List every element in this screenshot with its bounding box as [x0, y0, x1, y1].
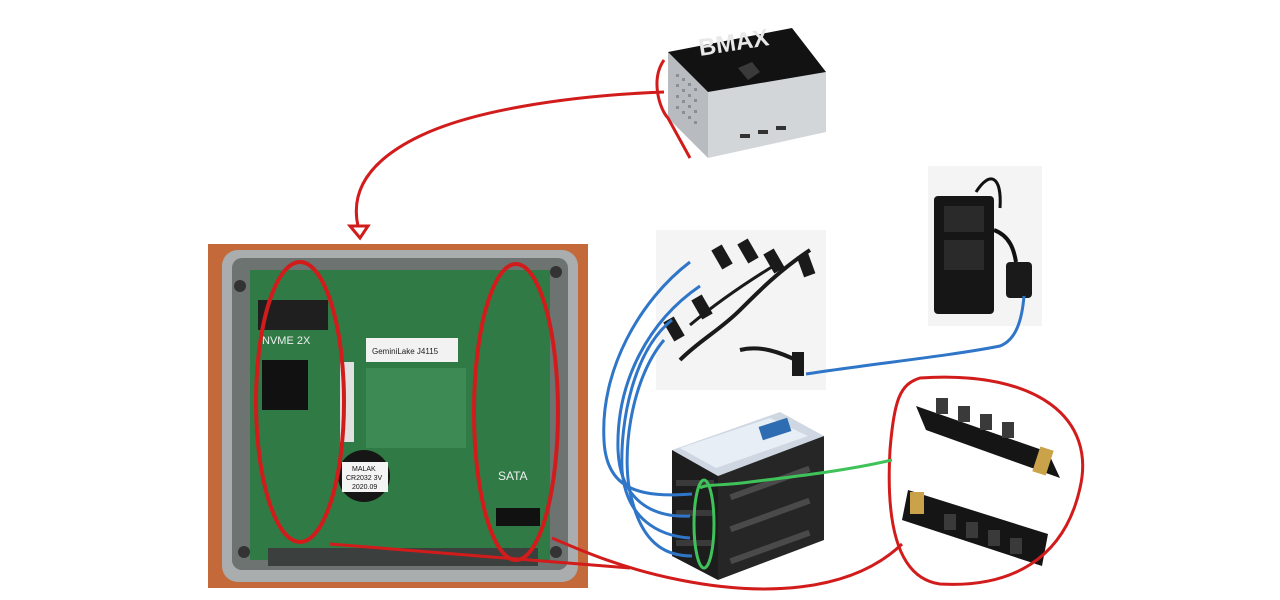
red-connector-line-board-to-cage — [329, 542, 631, 570]
m2-sata-cards-photo — [902, 398, 1060, 566]
m2-card-top — [916, 406, 1060, 478]
green-cage-highlight — [692, 478, 716, 570]
m2-cards-highlight — [887, 375, 1085, 586]
blue-power-cables — [602, 260, 1026, 558]
mini-pc-photo: BMAX — [668, 24, 826, 158]
red-connector-line-to-board — [354, 90, 665, 227]
usb-port-icon — [740, 134, 750, 138]
power-adapter-photo — [928, 166, 1042, 326]
motherboard-photo: GeminiLake J4115 NVME 2X MALAK CR2032 3V… — [208, 244, 588, 588]
chip-sticker — [366, 338, 458, 362]
mini-pc-top — [668, 28, 826, 92]
arrow-down-icon — [346, 224, 371, 241]
red-connector-line-board-to-cards — [551, 536, 904, 591]
sata-connector — [496, 508, 540, 526]
nvme-label: NVME 2X — [262, 335, 311, 347]
brand-logo-icon — [738, 62, 760, 80]
battery-line2: CR2032 3V — [346, 475, 383, 482]
nvme-highlight-oval — [254, 260, 346, 544]
chip-label: GeminiLake J4115 — [372, 347, 439, 356]
green-data-line — [699, 458, 893, 490]
mini-pc-highlight-bracket — [655, 59, 692, 159]
ac-plug — [1006, 262, 1032, 298]
battery-line3: 2020.09 — [352, 484, 377, 491]
battery-line1: MALAK — [352, 466, 376, 473]
hdd-cage-photo — [672, 412, 824, 580]
black-tape — [262, 360, 308, 410]
usb-port-icon — [758, 130, 768, 134]
sata-label: SATA — [498, 469, 528, 483]
usb-port-icon — [776, 126, 786, 130]
sata-power-splitter-photo — [656, 230, 826, 390]
